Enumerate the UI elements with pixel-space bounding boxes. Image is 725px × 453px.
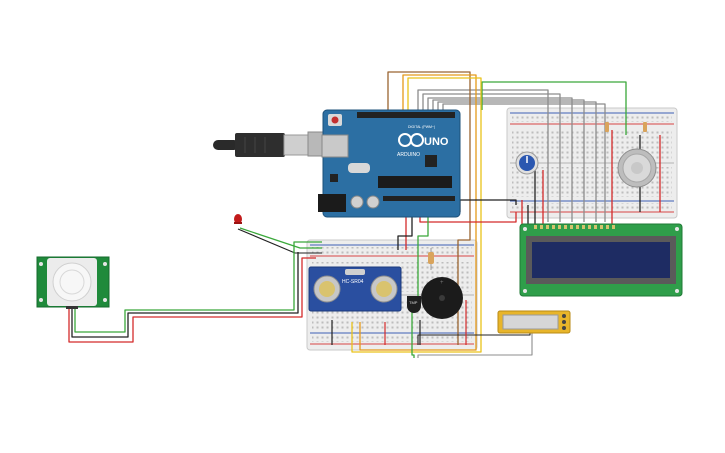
wire-orange [359,74,477,351]
resistor-small-board [428,248,434,270]
wire-brown [387,71,471,345]
wire-gray-1 [417,89,549,222]
arduino-brand-label: UNO [424,136,449,148]
lcd-16x2[interactable] [519,223,683,297]
wire-pir-black [71,252,299,338]
wire-yellow [351,77,482,353]
arduino-logo-icon [398,133,424,147]
sensor-module[interactable] [497,310,571,334]
temperature-sensor[interactable]: TMP [407,296,421,313]
wire-green-top [481,81,627,135]
resistors-right-board [605,122,647,132]
wire-gray-2 [422,93,561,222]
wire-led-black [237,228,322,254]
gas-sensor[interactable] [617,148,657,188]
svg-text:+: + [440,280,444,286]
potentiometer[interactable] [515,151,539,175]
ultrasonic-sensor[interactable]: HC-SR04 [308,266,402,312]
wire-gray-6 [442,103,606,222]
wire-led-green [239,227,322,249]
wire-gray-5 [437,101,597,222]
pir-motion-sensor[interactable] [36,256,110,309]
wire-gray-4 [432,99,585,222]
arduino-logo-text: ARDUINO [397,152,420,158]
wire-black-small [397,212,413,250]
wire-gray-3 [427,97,573,222]
red-led[interactable] [234,214,242,224]
arduino-uno[interactable]: UNO ARDUINO DIGITAL (PWM~) [318,109,461,218]
wire-pir-green [74,241,322,333]
tmp-label: TMP [409,300,418,305]
lcd-pins [534,225,615,229]
arduino-header-text: DIGITAL (PWM~) [408,125,435,129]
ultrasonic-model-label: HC-SR04 [342,279,364,285]
breadboard-right[interactable] [506,107,678,219]
piezo-buzzer[interactable]: + [421,277,463,319]
usb-cable [213,131,329,157]
wire-module-gray [417,330,533,358]
wire-pir-red [68,257,316,343]
